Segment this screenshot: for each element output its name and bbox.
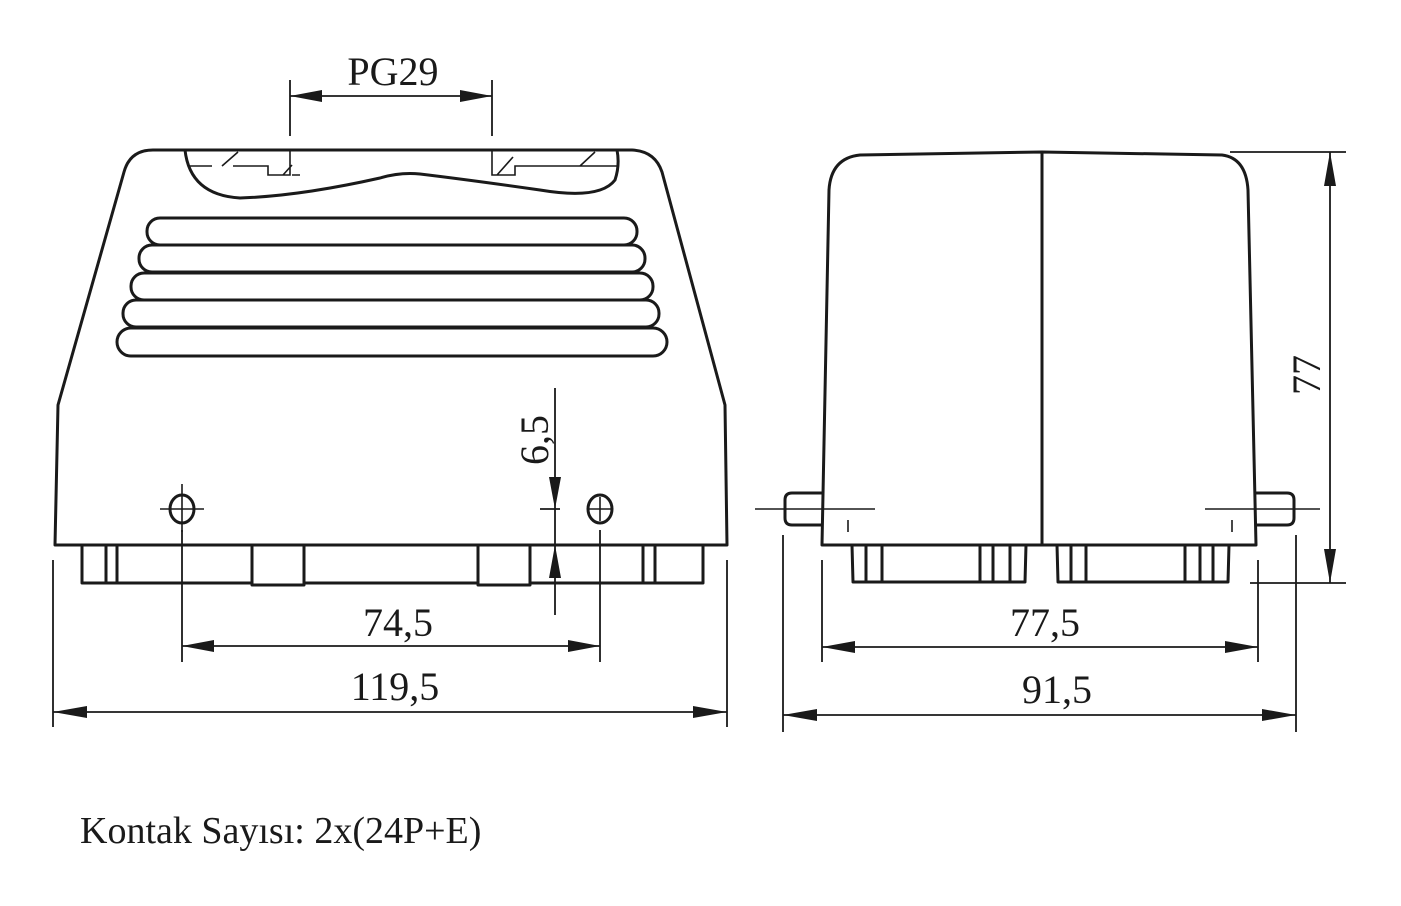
dimension-119-5: 119,5 bbox=[52, 560, 728, 727]
dimension-77-5: 77,5 bbox=[821, 560, 1259, 662]
dimension-pg29: PG29 bbox=[289, 49, 493, 136]
cooling-ribs bbox=[115, 216, 669, 358]
dimension-label-77-5: 77,5 bbox=[1010, 600, 1080, 645]
side-housing-outline bbox=[820, 150, 1258, 547]
cable-entry-cutout bbox=[183, 149, 620, 200]
housing-base bbox=[80, 545, 705, 587]
side-housing-base bbox=[850, 544, 1231, 584]
dimension-74-5: 74,5 bbox=[181, 530, 601, 662]
dimension-6-5: 6,5 bbox=[512, 388, 561, 615]
mounting-hole-left bbox=[160, 484, 204, 532]
dimension-label-74-5: 74,5 bbox=[363, 600, 433, 645]
dimension-label-6-5: 6,5 bbox=[512, 415, 557, 465]
contact-count-caption: Kontak Sayısı: 2x(24P+E) bbox=[80, 810, 481, 852]
cable-entry-thread bbox=[188, 150, 617, 176]
front-view: PG29 6,5 74,5 119,5 bbox=[52, 49, 729, 727]
dimension-label-91-5: 91,5 bbox=[1022, 667, 1092, 712]
mounting-hole-right bbox=[586, 493, 614, 525]
housing-outline bbox=[53, 148, 729, 547]
dimension-label-pg29: PG29 bbox=[347, 49, 438, 94]
dimension-91-5: 91,5 bbox=[782, 535, 1297, 732]
dimension-77: 77 bbox=[1230, 151, 1346, 584]
side-view: 77 77,5 91,5 bbox=[755, 150, 1346, 732]
dimension-label-119-5: 119,5 bbox=[351, 664, 440, 709]
dimension-label-77: 77 bbox=[1284, 355, 1329, 395]
